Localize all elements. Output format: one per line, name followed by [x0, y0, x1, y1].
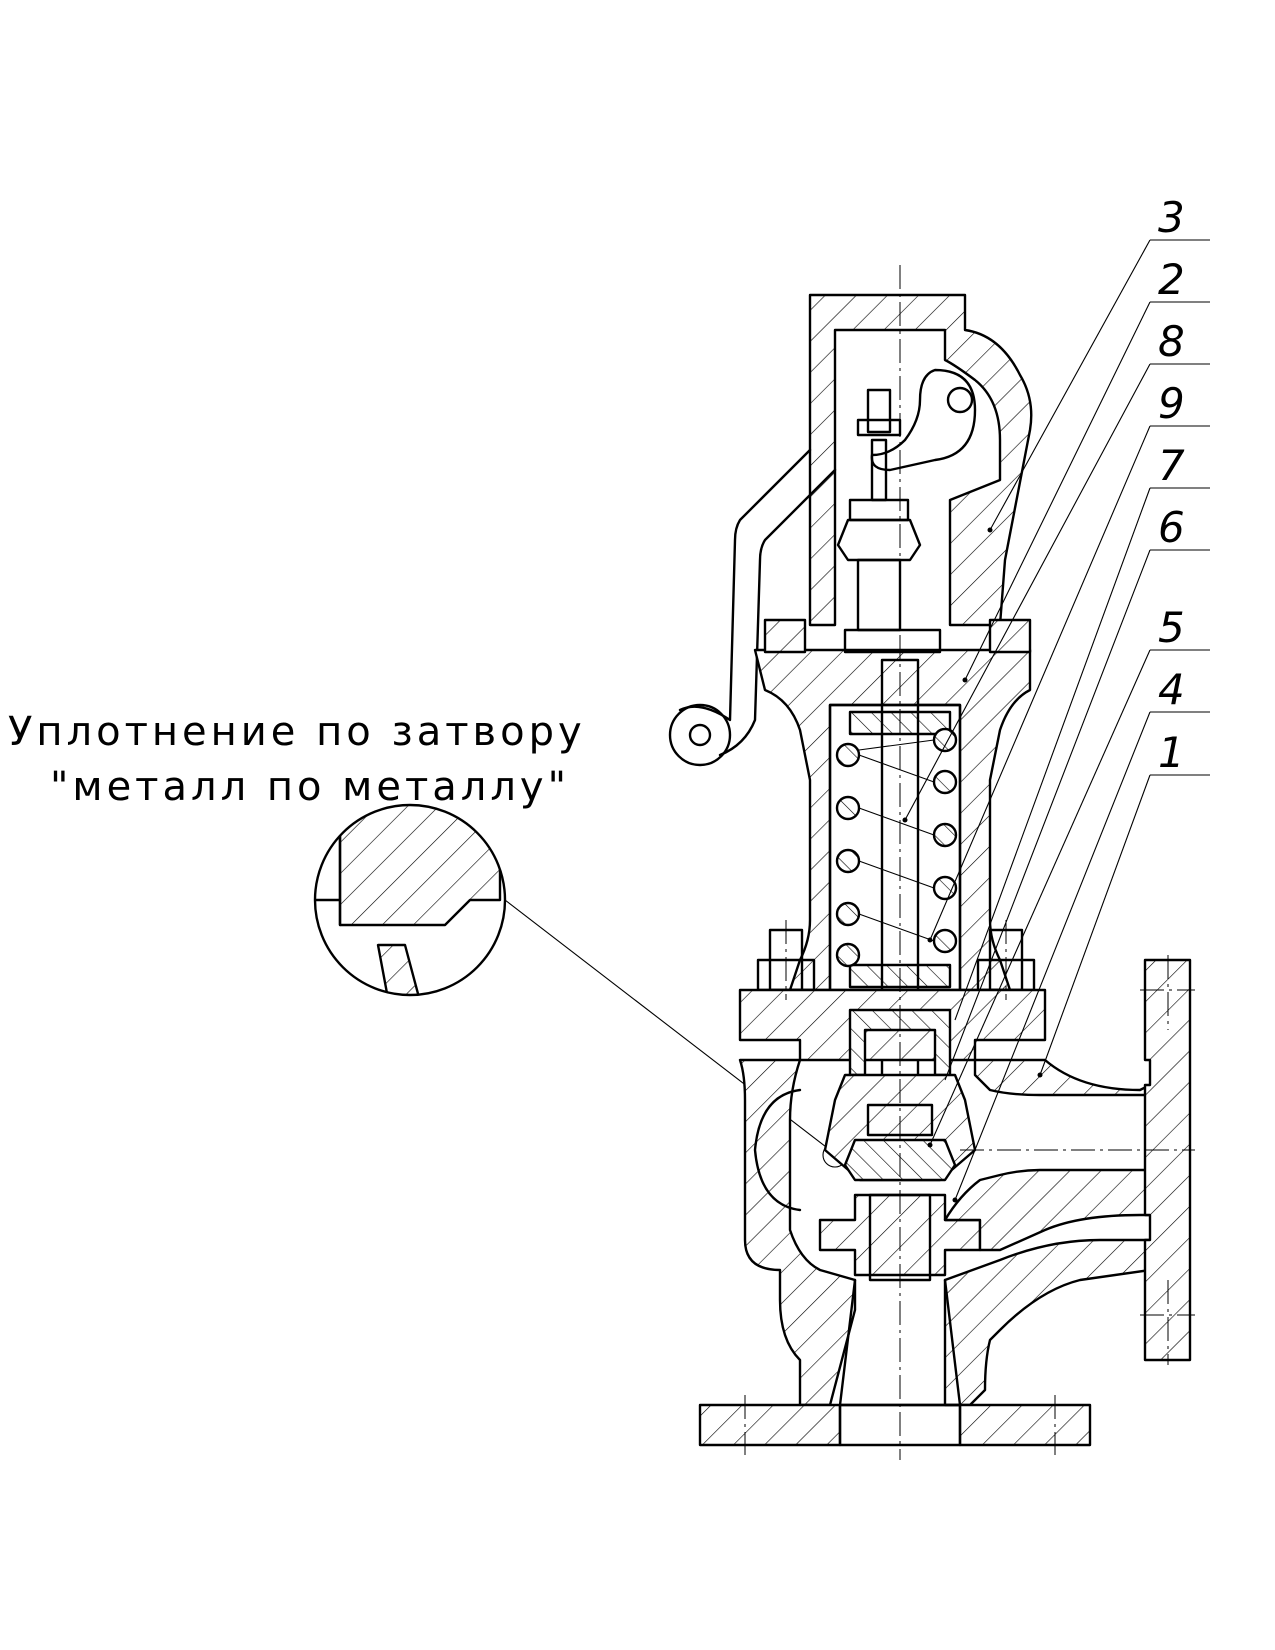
callout-leaders — [902, 239, 1210, 1203]
bonnet-boss-left — [763, 618, 807, 654]
seat-detail-view — [313, 803, 848, 1168]
body-lower-right — [943, 1238, 1152, 1407]
callout-6: 6 — [1158, 503, 1185, 552]
detail-seat — [376, 943, 427, 995]
outlet-flange — [1143, 958, 1192, 1362]
callout-4: 4 — [1158, 665, 1185, 714]
lift-lever — [678, 448, 837, 757]
adjusting-screw — [856, 558, 902, 632]
cap — [808, 293, 1033, 627]
detail-disc — [338, 805, 502, 927]
valve-assembly — [668, 265, 1195, 1460]
seal-caption: Уплотнение по затвору "металл по металлу… — [8, 709, 586, 810]
body — [738, 1058, 857, 1407]
callout-5: 5 — [1158, 603, 1185, 652]
callout-2: 2 — [1158, 255, 1185, 304]
caption-line-1: Уплотнение по затвору — [8, 709, 586, 755]
callout-9: 9 — [1158, 379, 1185, 428]
stem-nut — [866, 388, 892, 434]
adjust-nut — [836, 518, 922, 562]
spring — [835, 727, 958, 968]
inlet-passage — [838, 1278, 962, 1407]
callout-1: 1 — [1158, 728, 1185, 777]
callout-8: 8 — [1158, 317, 1185, 366]
body-left-boss — [753, 1088, 802, 1212]
callout-7: 7 — [1158, 441, 1185, 490]
caption-line-2: "металл по металлу" — [50, 764, 570, 810]
inlet-flange — [698, 1403, 1092, 1447]
callout-3: 3 — [1158, 193, 1185, 242]
callout-numbers: 3 2 8 9 7 6 5 4 1 — [1158, 193, 1185, 777]
body-right — [943, 1058, 1152, 1252]
lever-ring — [668, 703, 732, 767]
